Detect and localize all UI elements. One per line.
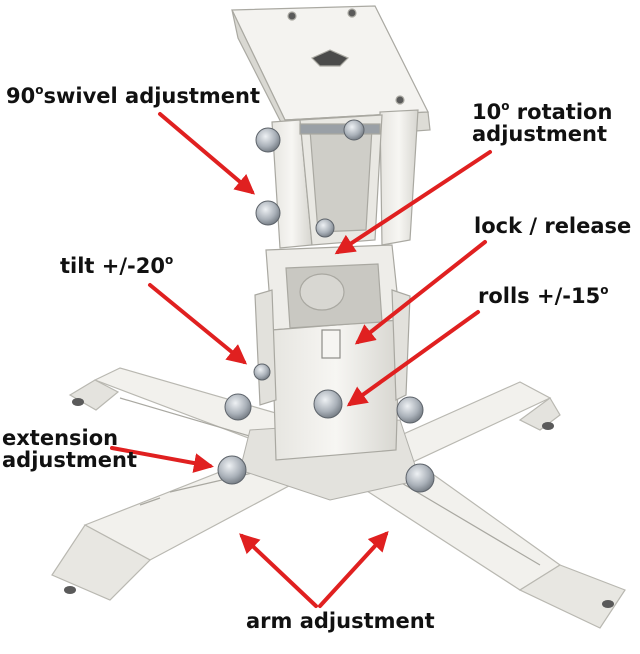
annotation-arrows bbox=[110, 112, 492, 608]
arm-screw-hole bbox=[64, 586, 76, 594]
arrow-swivel bbox=[158, 112, 256, 195]
swivel-degree-value: 90 bbox=[6, 84, 36, 108]
swivel-degree-symbol: o bbox=[35, 83, 44, 97]
bolt bbox=[405, 463, 435, 493]
arrow-extension bbox=[110, 446, 214, 473]
rotation-degree-symbol: o bbox=[501, 99, 510, 113]
tilt-label-text: tilt +/-20 bbox=[60, 254, 165, 278]
tilt-head bbox=[254, 244, 411, 461]
arm-label-text: arm adjustment bbox=[246, 609, 435, 633]
swivel-label-text: swivel adjustment bbox=[43, 84, 261, 108]
label-tilt: tilt +/-20o bbox=[60, 254, 173, 277]
arm-screw-hole bbox=[72, 398, 84, 406]
bolt bbox=[224, 393, 252, 421]
bolt bbox=[253, 363, 271, 381]
rolls-degree-symbol: o bbox=[600, 283, 609, 297]
lock-label-text: lock / release bbox=[474, 214, 632, 238]
arrow-rolls bbox=[346, 310, 480, 407]
bolt bbox=[396, 396, 424, 424]
rolls-label-text: rolls +/-15 bbox=[478, 284, 601, 308]
bolt bbox=[343, 119, 365, 141]
arm-screw-hole bbox=[542, 422, 554, 430]
rotation-label-line2: adjustment bbox=[472, 122, 608, 147]
extension-label-line1: extension bbox=[2, 426, 119, 450]
rotation-degree-value: 10 bbox=[472, 100, 502, 124]
bolt bbox=[255, 127, 281, 153]
arm-screw-hole bbox=[602, 600, 614, 608]
tilt-degree-symbol: o bbox=[165, 253, 174, 267]
label-arm-adjustment: arm adjustment bbox=[246, 610, 435, 632]
arrow-arm-left bbox=[239, 533, 318, 608]
bolts bbox=[217, 119, 435, 493]
arrow-tilt bbox=[148, 283, 248, 365]
bolt bbox=[313, 389, 343, 419]
bolt bbox=[255, 200, 281, 226]
bolt bbox=[217, 455, 247, 485]
label-rolls: rolls +/-15o bbox=[478, 284, 608, 307]
label-swivel-adjustment: 90oswivel adjustment bbox=[6, 84, 260, 107]
swivel-yoke bbox=[271, 109, 419, 249]
arrow-arm-right bbox=[318, 531, 389, 608]
arrow-rotation bbox=[334, 150, 492, 255]
rotation-label-text: rotation bbox=[509, 100, 613, 124]
label-lock-release: lock / release bbox=[474, 215, 631, 237]
bolt bbox=[315, 218, 335, 238]
arrow-lock bbox=[354, 240, 487, 345]
extension-label-line2: adjustment bbox=[2, 448, 138, 473]
mount-arms bbox=[51, 367, 626, 629]
